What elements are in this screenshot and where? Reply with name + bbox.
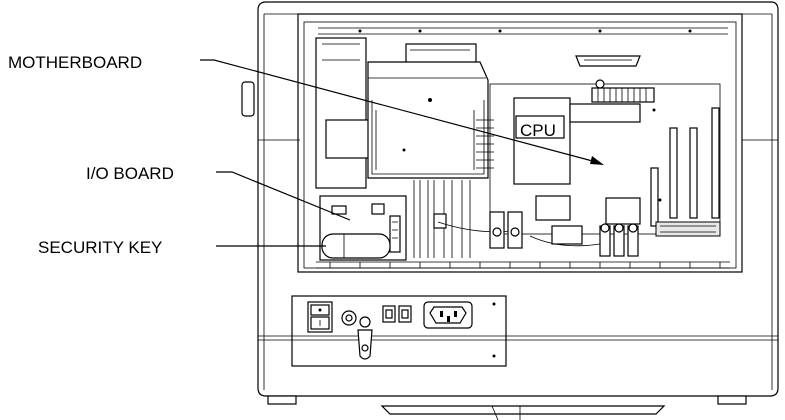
expansion-slot: [689, 127, 698, 219]
cabinet-outline: [241, 1, 779, 420]
expansion-slot: [669, 127, 678, 219]
expansion-slot: [650, 167, 659, 227]
cpu-label: CPU: [520, 121, 556, 140]
service-bay: [297, 13, 743, 273]
callout-io-board: I/O BOARD: [86, 164, 174, 183]
foot-left: [267, 395, 297, 405]
panel-plate: [291, 295, 507, 367]
psu-shroud: [367, 61, 494, 179]
expansion-slot: [711, 107, 720, 219]
callout-security-key: SECURITY KEY: [38, 238, 162, 257]
left-rack: [315, 37, 477, 189]
side-handle: [241, 81, 255, 117]
cpu-module: [513, 97, 571, 185]
serial-connector: [575, 55, 641, 67]
base-plate: [380, 405, 666, 415]
callout-motherboard: MOTHERBOARD: [8, 53, 142, 72]
front-panel: [291, 295, 507, 367]
motherboard-leader-line: [200, 59, 601, 164]
motherboard-area: CPU: [489, 55, 721, 237]
security-key: [321, 233, 391, 259]
motherboard-arrow: [590, 156, 604, 165]
io-board-leader-line: [216, 171, 351, 221]
foot-right: [717, 395, 747, 405]
